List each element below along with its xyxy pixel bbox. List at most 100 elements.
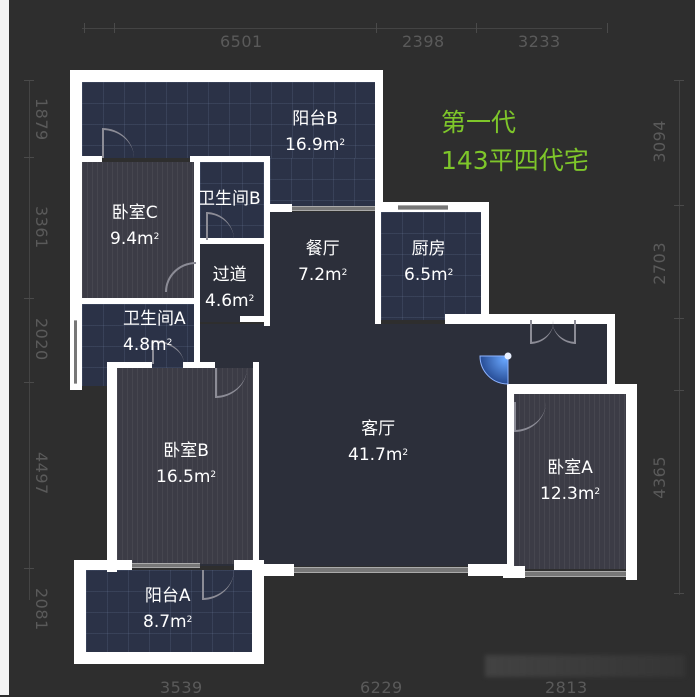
- dimension-right-2: 2703: [650, 242, 669, 285]
- right-dimension-line: [679, 80, 680, 595]
- wall: [194, 156, 200, 366]
- room-area: 8.7m2: [143, 612, 193, 632]
- room-dining-floor[interactable]: [270, 212, 375, 324]
- top-dimension-line: [82, 28, 602, 29]
- dimension-top-3: 3233: [518, 32, 561, 51]
- wall: [240, 316, 270, 322]
- dimension-tick: [607, 23, 608, 33]
- dimension-right-1: 3094: [650, 120, 669, 163]
- wall: [74, 560, 132, 570]
- wall: [82, 298, 194, 304]
- room-name: 餐厅: [305, 239, 340, 259]
- label-balcony-b: 阳台B 16.9m2: [285, 106, 345, 158]
- room-area: 16.5m2: [156, 467, 217, 487]
- room-bedroom-b-floor[interactable]: [117, 368, 253, 564]
- room-area: 4.8m2: [123, 335, 173, 355]
- dimension-tick: [674, 390, 684, 391]
- room-name: 卧室C: [111, 203, 158, 223]
- wall: [190, 156, 270, 162]
- room-name: 卫生间A: [123, 309, 186, 329]
- wall: [70, 70, 82, 388]
- room-area: 12.3m2: [540, 484, 601, 504]
- dimension-top-2: 2398: [402, 32, 445, 51]
- room-hallway-floor[interactable]: [200, 244, 264, 322]
- room-name: 客厅: [361, 419, 396, 439]
- room-area: 7.2m2: [298, 265, 348, 285]
- dimension-left-4: 4497: [32, 452, 51, 495]
- label-bathroom-b: 卫生间B: [198, 186, 261, 212]
- room-kitchen-floor[interactable]: [381, 212, 481, 320]
- room-name: 阳台B: [292, 109, 338, 129]
- window: [292, 206, 375, 211]
- window: [294, 567, 468, 573]
- wall: [107, 362, 117, 572]
- plan-title-line1: 第一代: [441, 108, 517, 137]
- dimension-tick: [24, 157, 34, 158]
- plan-title-line2: 143平四代宅: [441, 146, 589, 175]
- room-name: 卫生间B: [198, 189, 261, 209]
- label-living: 客厅 41.7m2: [348, 416, 408, 468]
- wall: [481, 202, 489, 320]
- dimension-bottom-3: 2813: [545, 678, 588, 697]
- label-dining: 餐厅 7.2m2: [298, 236, 347, 288]
- wall: [107, 362, 152, 368]
- room-bedroom-a-floor[interactable]: [514, 394, 626, 569]
- dimension-tick: [674, 80, 684, 81]
- dimension-tick: [84, 23, 85, 33]
- room-name: 过道: [212, 265, 247, 285]
- room-name: 阳台A: [144, 586, 191, 606]
- dimension-tick: [24, 80, 34, 81]
- dimension-left-1: 1879: [32, 98, 51, 141]
- left-margin-strip: [0, 0, 9, 695]
- wall: [252, 564, 264, 664]
- room-name: 卧室B: [163, 441, 209, 461]
- room-area: 9.4m2: [110, 229, 160, 249]
- label-bedroom-b: 卧室B 16.5m2: [156, 438, 216, 490]
- room-balcony-b-floor-lower[interactable]: [270, 158, 375, 208]
- dimension-tick: [24, 568, 34, 569]
- wall: [234, 560, 264, 570]
- room-area: 6.5m2: [404, 265, 454, 285]
- wall: [445, 314, 615, 324]
- watermark-blur: [485, 655, 685, 677]
- label-bathroom-a: 卫生间A 4.8m2: [123, 306, 186, 358]
- dimension-left-2: 3361: [32, 206, 51, 249]
- room-living-extension[interactable]: [450, 324, 607, 390]
- room-area: 4.6m2: [205, 291, 255, 311]
- dimension-bottom-2: 6229: [360, 678, 403, 697]
- wall: [264, 156, 270, 326]
- wall: [607, 314, 615, 390]
- dimension-top-1: 6501: [220, 32, 263, 51]
- compass-icon[interactable]: [476, 352, 516, 392]
- wall: [626, 384, 637, 580]
- wall: [200, 238, 264, 244]
- wall: [375, 208, 381, 324]
- dimension-tick: [24, 382, 34, 383]
- label-hallway: 过道 4.6m2: [205, 262, 254, 314]
- dimension-bottom-1: 3539: [160, 678, 203, 697]
- plan-title: 第一代 143平四代宅: [441, 104, 589, 180]
- window: [525, 571, 626, 577]
- dimension-tick: [674, 593, 684, 594]
- room-area: 16.9m2: [285, 135, 346, 155]
- dimension-tick: [376, 23, 377, 33]
- wall: [70, 380, 82, 390]
- wall: [468, 564, 510, 576]
- wall: [82, 156, 102, 162]
- dimension-left-5: 2081: [32, 588, 51, 631]
- dimension-tick: [24, 298, 34, 299]
- window: [132, 563, 200, 568]
- wall: [507, 384, 637, 394]
- wall: [74, 560, 86, 664]
- dimension-right-3: 4365: [650, 456, 669, 499]
- wall: [375, 70, 383, 208]
- label-bedroom-a: 卧室A 12.3m2: [540, 455, 600, 507]
- wall: [74, 652, 264, 664]
- room-name: 卧室A: [547, 458, 593, 478]
- room-name: 厨房: [411, 239, 446, 259]
- wall: [183, 362, 215, 368]
- dimension-tick: [476, 23, 477, 33]
- dimension-tick: [674, 318, 684, 319]
- window: [398, 205, 448, 210]
- room-bedroom-c-floor[interactable]: [82, 162, 194, 298]
